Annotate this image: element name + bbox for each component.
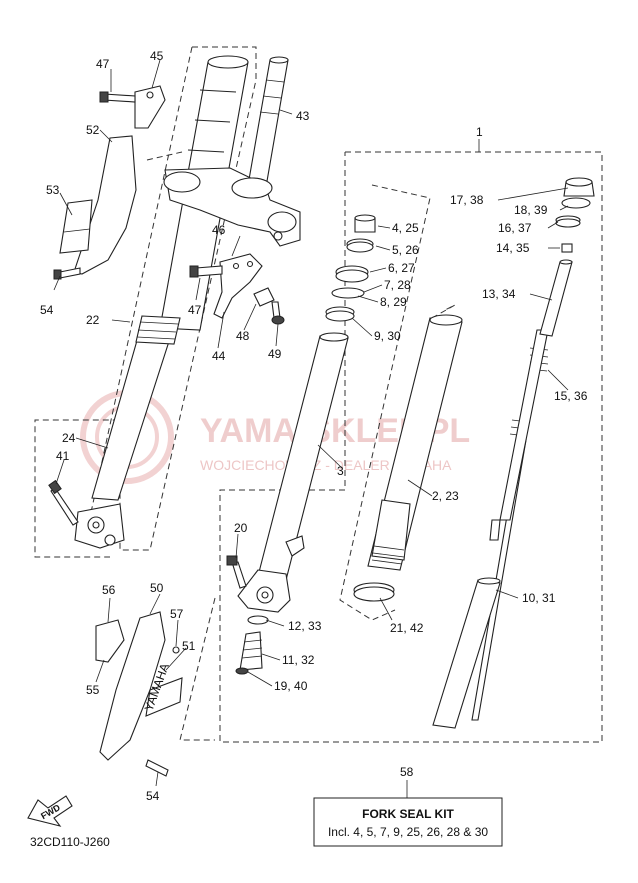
callout-2-23: 2, 23 (432, 489, 459, 503)
callout-45: 45 (150, 49, 164, 63)
kit-title: FORK SEAL KIT (362, 807, 454, 821)
watermark-tagline: WOJCIECHOWICZ - DEALER YAMAHA (200, 457, 452, 473)
callout-11-32: 11, 32 (282, 653, 315, 667)
callout-16-37: 16, 37 (498, 221, 532, 235)
callout-labels: 1 2, 23 3 4, 25 5, 26 6, 27 7, 28 8, 29 … (40, 49, 588, 803)
callout-4-25: 4, 25 (392, 221, 419, 235)
fwd-arrow: FWD (27, 795, 73, 827)
callout-58: 58 (400, 765, 414, 779)
callout-56: 56 (102, 583, 116, 597)
callout-46: 46 (212, 223, 226, 237)
callout-5-26: 5, 26 (392, 243, 419, 257)
callout-1: 1 (476, 125, 483, 139)
callout-55: 55 (86, 683, 100, 697)
brake-hose-holder-44 (189, 253, 285, 325)
callout-8-29: 8, 29 (380, 295, 407, 309)
callout-53: 53 (46, 183, 60, 197)
kit-contents: Incl. 4, 5, 7, 9, 25, 26, 28 & 30 (328, 825, 488, 839)
cable-guide-45 (99, 85, 166, 129)
callout-47-mid: 47 (188, 303, 202, 317)
callout-20: 20 (234, 521, 248, 535)
seal-stack (325, 214, 376, 322)
bottom-parts-11-12-19 (235, 615, 269, 675)
callout-3: 3 (337, 464, 344, 478)
callout-54-top: 54 (40, 303, 54, 317)
callout-6-27: 6, 27 (388, 261, 415, 275)
callout-57: 57 (170, 607, 184, 621)
callout-15-36: 15, 36 (554, 389, 588, 403)
fork-protector-52 (53, 135, 137, 280)
diagram-code: 32CD110-J260 (30, 835, 110, 849)
inner-tube-2 (353, 314, 463, 602)
callout-12-33: 12, 33 (288, 619, 322, 633)
callout-24: 24 (62, 431, 76, 445)
leader-lines (53, 59, 569, 798)
callout-10-31: 10, 31 (522, 591, 556, 605)
callout-48: 48 (236, 329, 250, 343)
outer-tube-3 (226, 332, 349, 613)
callout-21-42: 21, 42 (390, 621, 424, 635)
under-bracket (163, 167, 301, 247)
callout-19-40: 19, 40 (274, 679, 308, 693)
callout-41: 41 (56, 449, 70, 463)
fork-seal-kit-box: FORK SEAL KIT Incl. 4, 5, 7, 9, 25, 26, … (313, 797, 503, 847)
callout-22: 22 (86, 313, 100, 327)
callout-44: 44 (212, 349, 226, 363)
group-outlines (34, 46, 603, 743)
callout-49: 49 (268, 347, 282, 361)
top-parts (539, 177, 595, 337)
fork-guard-50: YAMAHA (95, 611, 183, 777)
callout-43: 43 (296, 109, 310, 123)
callout-13-34: 13, 34 (482, 287, 516, 301)
callout-52: 52 (86, 123, 100, 137)
callout-9-30: 9, 30 (374, 329, 401, 343)
callout-50: 50 (150, 581, 164, 595)
callout-54-bottom: 54 (146, 789, 160, 803)
callout-18-39: 18, 39 (514, 203, 548, 217)
callout-7-28: 7, 28 (384, 278, 411, 292)
callout-47-top: 47 (96, 57, 110, 71)
callout-17-38: 17, 38 (450, 193, 484, 207)
spring-15 (499, 329, 549, 521)
assembled-fork-left (48, 55, 249, 549)
callout-51: 51 (182, 639, 196, 653)
callout-14-35: 14, 35 (496, 241, 530, 255)
